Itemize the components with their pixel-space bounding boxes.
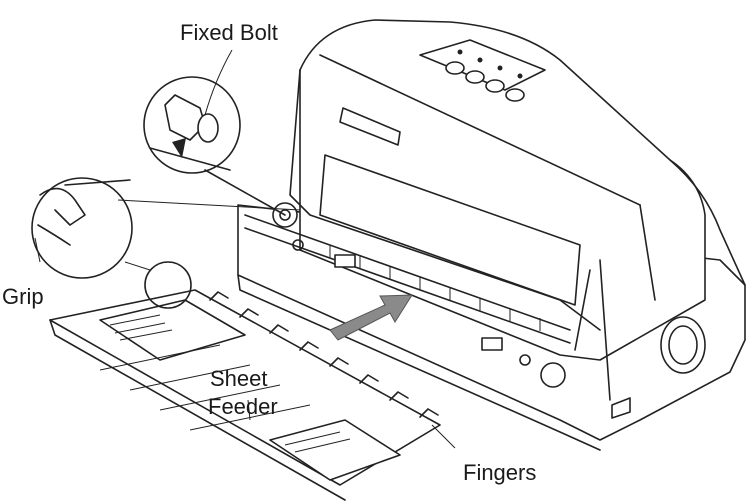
panel-button-3 — [486, 80, 504, 92]
panel-button-2 — [466, 71, 484, 83]
label-sheet-feeder-line1: Sheet — [210, 368, 268, 390]
bolt-zoom-callout — [144, 77, 285, 215]
panel-button-4 — [506, 89, 524, 101]
grip-zoom-callout — [32, 178, 132, 278]
panel-button-1 — [446, 62, 464, 74]
leader-fingers — [432, 425, 455, 448]
label-fixed-bolt: Fixed Bolt — [180, 22, 278, 44]
label-sheet-feeder-line2: Feeder — [208, 396, 278, 418]
label-fingers: Fingers — [463, 462, 536, 484]
label-grip: Grip — [2, 286, 44, 308]
